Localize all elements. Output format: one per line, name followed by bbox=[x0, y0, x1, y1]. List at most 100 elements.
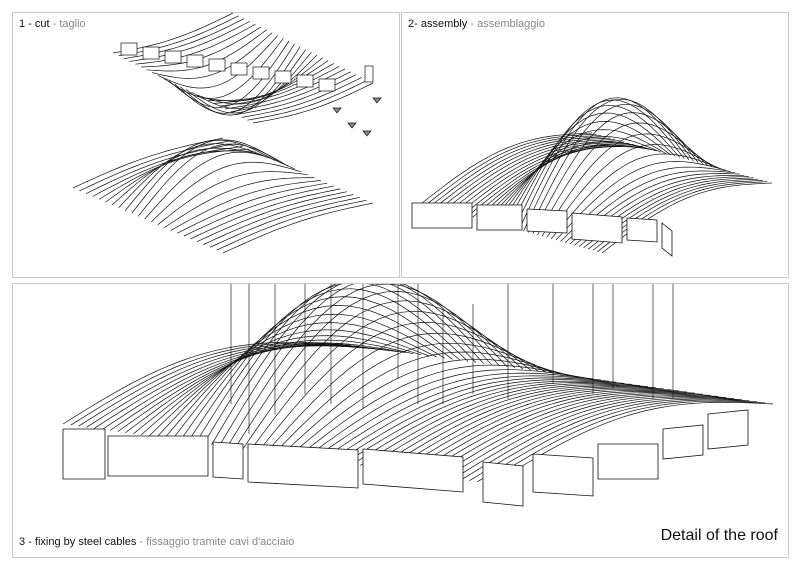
fin-panel bbox=[661, 222, 673, 257]
roof-rib bbox=[164, 314, 445, 439]
roof-rib bbox=[597, 181, 768, 252]
cut-piece bbox=[230, 62, 248, 76]
roof-rib bbox=[157, 171, 308, 225]
roof-rib bbox=[191, 51, 312, 110]
panel-cut: 1 - cut - taglio bbox=[12, 12, 400, 278]
cut-piece bbox=[142, 46, 160, 60]
fin-panel bbox=[526, 208, 568, 234]
roof-rib bbox=[444, 139, 616, 210]
roof-rib bbox=[156, 322, 437, 438]
roof-rib bbox=[250, 310, 531, 451]
panel-fixing-caption: 3 - fixing by steel cables - fissaggio t… bbox=[19, 537, 294, 548]
roof-rib bbox=[541, 133, 713, 237]
roof-rib bbox=[336, 379, 617, 463]
fin-panel bbox=[107, 435, 209, 477]
roof-rib bbox=[266, 332, 547, 453]
roof-rib bbox=[118, 143, 269, 209]
roof-rib bbox=[196, 191, 347, 243]
roof-rib bbox=[140, 335, 422, 436]
cut-marker bbox=[362, 130, 372, 137]
roof-rib bbox=[208, 60, 329, 102]
roof-rib bbox=[328, 377, 609, 462]
roof-rib bbox=[495, 129, 666, 224]
roof-rib bbox=[469, 398, 750, 481]
caption-separator: - bbox=[49, 18, 60, 30]
roof-rib bbox=[281, 351, 563, 455]
cut-piece bbox=[296, 74, 314, 88]
roof-rib bbox=[226, 284, 508, 448]
fin-panel bbox=[571, 212, 623, 244]
fixed-roof-ribs bbox=[62, 284, 774, 485]
roof-rib bbox=[174, 43, 295, 114]
fin-panel bbox=[662, 424, 704, 460]
roof-rib bbox=[92, 146, 243, 197]
fin-panel bbox=[212, 441, 244, 480]
caption-number: 1 - bbox=[19, 18, 35, 30]
panel-fixing: 3 - fixing by steel cables - fissaggio t… bbox=[12, 283, 789, 558]
roof-rib bbox=[537, 122, 708, 236]
fin-panel bbox=[626, 217, 658, 243]
roof-rib bbox=[383, 386, 664, 469]
roof-rib bbox=[532, 112, 704, 234]
cut-piece bbox=[120, 42, 138, 56]
roof-rib bbox=[312, 372, 594, 460]
roof-rib bbox=[481, 144, 653, 220]
roof-rib bbox=[461, 397, 742, 480]
roof-rib bbox=[70, 342, 351, 426]
roof-rib bbox=[458, 142, 629, 214]
roof-rib bbox=[454, 141, 625, 213]
caption-italian: assemblaggio bbox=[477, 18, 545, 30]
roof-rib bbox=[550, 153, 722, 240]
roof-rib bbox=[203, 194, 354, 245]
roof-rib bbox=[430, 135, 602, 206]
roof-rib bbox=[352, 382, 633, 465]
caption-number: 2- bbox=[408, 18, 421, 30]
roof-rib bbox=[509, 104, 680, 228]
roof-rib bbox=[137, 143, 289, 217]
roof-rib bbox=[438, 394, 719, 477]
roof-rib bbox=[209, 196, 361, 248]
roof-rib bbox=[216, 199, 367, 251]
fin-panel bbox=[482, 461, 524, 507]
roof-rib bbox=[435, 136, 606, 208]
roof-rib bbox=[367, 384, 648, 467]
roof-rib bbox=[241, 77, 362, 118]
caption-number: 3 - bbox=[19, 536, 35, 548]
roof-rib bbox=[177, 182, 328, 234]
cut-marker bbox=[372, 97, 382, 104]
caption-separator: - bbox=[467, 18, 478, 30]
caption-separator: - bbox=[136, 536, 147, 548]
roof-rib bbox=[430, 393, 711, 476]
roof-rib bbox=[148, 329, 430, 437]
fin-panel bbox=[597, 443, 659, 480]
roof-rib bbox=[344, 380, 625, 464]
roof-rib bbox=[477, 146, 648, 219]
cut-pieces bbox=[120, 42, 382, 137]
roof-rib bbox=[463, 144, 634, 215]
roof-rib bbox=[196, 54, 318, 105]
roof-rib bbox=[157, 35, 279, 89]
roof-rib bbox=[187, 288, 469, 442]
cut-ribs-drawing bbox=[72, 13, 382, 254]
roof-rib bbox=[504, 112, 676, 227]
roof-rib bbox=[131, 139, 282, 214]
roof-rib bbox=[213, 63, 334, 104]
cut-piece bbox=[164, 50, 182, 64]
roof-rib bbox=[124, 18, 245, 59]
lower-cut-ribs bbox=[72, 137, 374, 254]
fin-panel bbox=[62, 428, 106, 480]
roof-rib bbox=[485, 400, 766, 484]
roof-rib bbox=[258, 322, 539, 452]
roof-rib bbox=[247, 79, 368, 121]
roof-rib bbox=[422, 392, 703, 475]
roof-rib bbox=[195, 284, 477, 443]
roof-rib bbox=[152, 32, 273, 79]
roof-rib bbox=[219, 284, 500, 446]
cut-piece bbox=[186, 54, 204, 68]
roof-rib bbox=[477, 399, 758, 483]
roof-rib bbox=[94, 345, 375, 429]
roof-rib bbox=[305, 369, 586, 459]
panel-assembly: 2- assembly - assemblaggio bbox=[401, 12, 789, 278]
roof-rib bbox=[445, 395, 727, 478]
roof-rib bbox=[163, 37, 284, 99]
